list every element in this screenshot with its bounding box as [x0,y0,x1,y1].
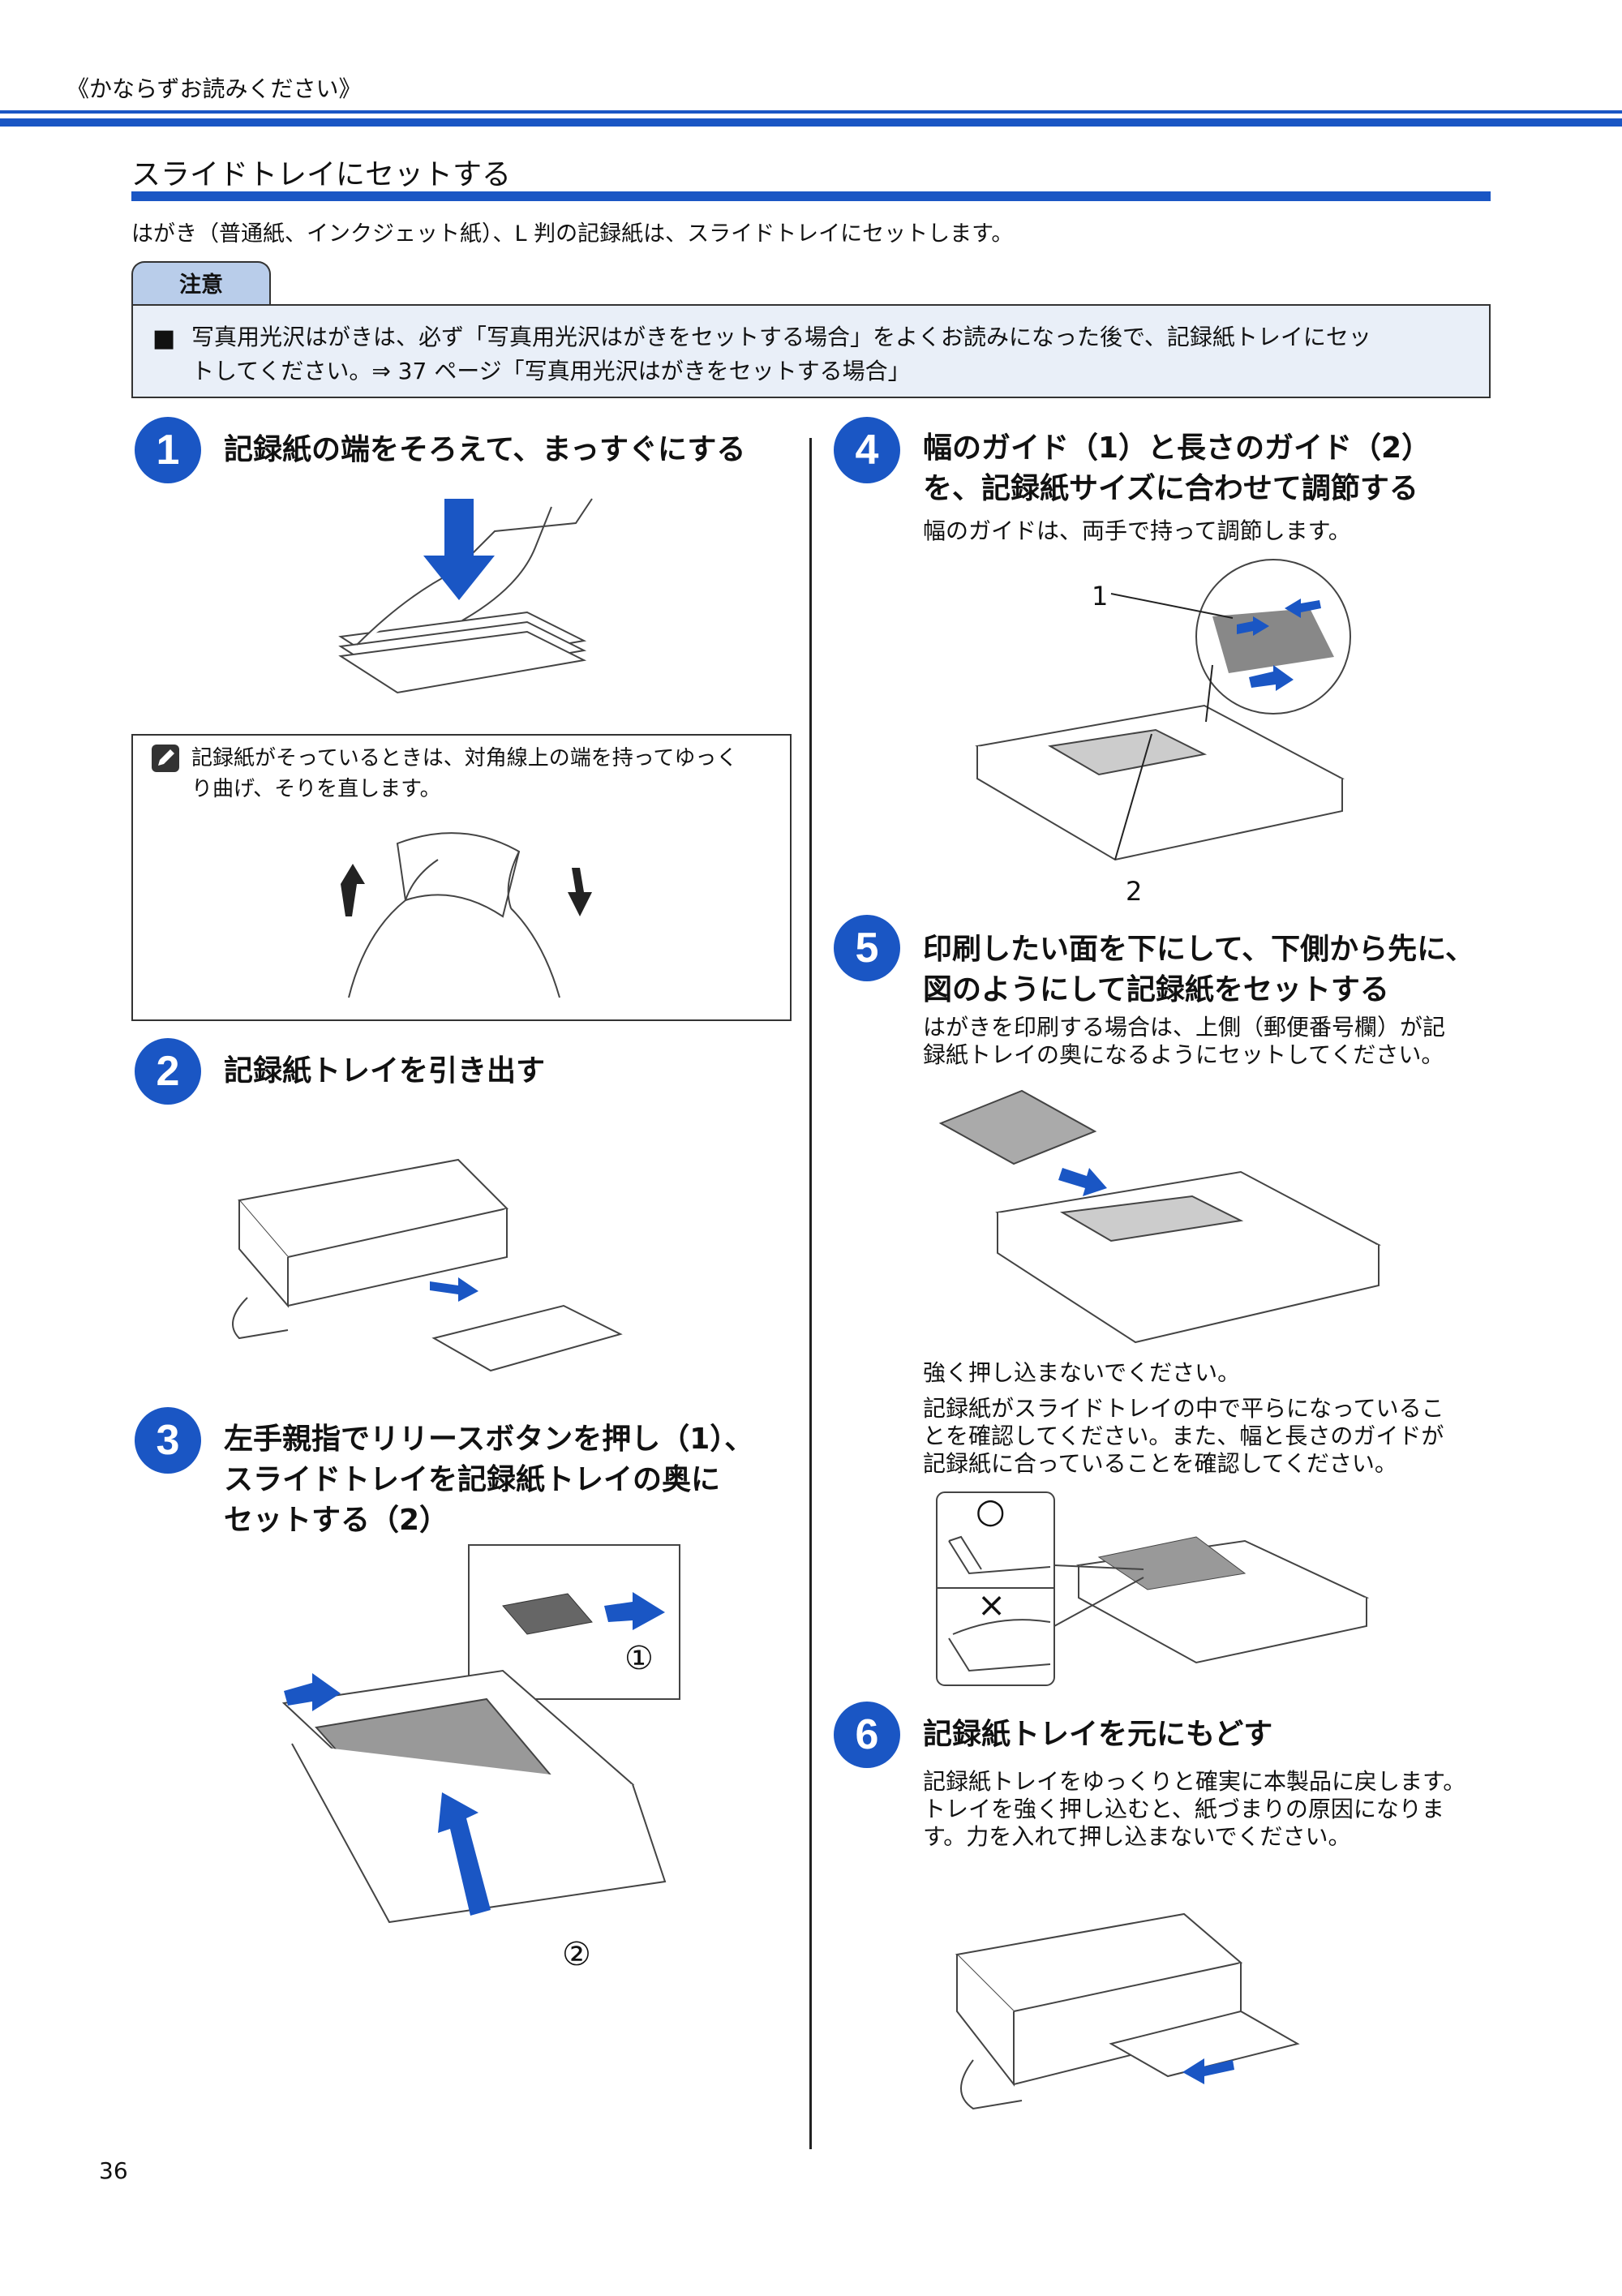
step-5-body: はがきを印刷する場合は、上側（郵便番号欄）が記 録紙トレイの奥になるようにセット… [923,1014,1445,1069]
tip-text: 記録紙がそっているときは、対角線上の端を持ってゆっく り曲げ、そりを直します。 [191,743,775,805]
caution-tab: 注意 [131,261,271,305]
push-in-tray-illustration [955,1912,1300,2110]
step-3-title-line-3: セットする（2） [224,1504,449,1537]
adjust-guides-illustration [975,559,1351,861]
pull-out-tray-illustration [232,1158,623,1372]
step-number-3: 3 [135,1407,201,1474]
caution-line-2: トしてください。⇒ 37 ページ「写真用光沢はがきをセットする場合」 [191,358,911,384]
slide-tray-illustration [281,1544,680,1924]
step-2-title: 記録紙トレイを引き出す [224,1054,546,1088]
step-number-1: 1 [135,417,201,483]
ok-mark: ○ [976,1491,1006,1530]
step-4-body: 幅のガイドは、両手で持って調節します。 [923,517,1351,544]
step-3-callout-1: ① [624,1640,654,1677]
running-header: 《かならずお読みください》 [67,75,362,102]
tip-line-1: 記録紙がそっているときは、対角線上の端を持ってゆっく [191,746,738,770]
step-5-body-line-1: はがきを印刷する場合は、上側（郵便番号欄）が記 [923,1014,1446,1041]
step-5-title-line-2: 図のようにして記録紙をセットする [923,973,1389,1006]
page-number: 36 [99,2157,128,2184]
step-5-title-line-1: 印刷したい面を下にして、下側から先に、 [923,933,1475,966]
load-postcard-illustration [938,1089,1381,1344]
step-6-body: 記録紙トレイをゆっくりと確実に本製品に戻します。 トレイを強く押し込むと、紙づま… [923,1768,1465,1851]
step-5-note-2: 記録紙がスライドトレイの中で平らになっているこ とを確認してください。また、幅と… [923,1395,1444,1478]
pencil-note-icon [152,745,179,772]
step-4-title: 幅のガイド（1）と長さのガイド（2） を、記録紙サイズに合わせて調節する [923,428,1431,509]
step-6-body-line-2: トレイを強く押し込むと、紙づまりの原因になりま [923,1796,1444,1822]
header-rule-thick [0,118,1622,127]
step-6-body-line-1: 記録紙トレイをゆっくりと確実に本製品に戻します。 [923,1768,1466,1795]
step-3-title: 左手親指でリリースボタンを押し（1）、 スライドトレイを記録紙トレイの奥に セッ… [224,1419,753,1541]
step-5-body-line-2: 録紙トレイの奥になるようにセットしてください。 [923,1041,1444,1068]
section-title: スライドトレイにセットする [131,158,512,191]
step-4-title-line-1: 幅のガイド（1）と長さのガイド（2） [923,431,1431,465]
header-rule-thin [0,110,1622,114]
step-4-title-line-2: を、記録紙サイズに合わせて調節する [923,472,1418,505]
align-paper-illustration [338,498,593,694]
step-1-title: 記録紙の端をそろえて、まっすぐにする [224,433,746,466]
step-4-callout-1: 1 [1092,581,1109,612]
step-number-4: 4 [834,417,900,483]
step-3-callout-2: ② [562,1936,591,1973]
caution-bullet: ■ [152,324,176,353]
bend-paper-illustration [341,832,592,998]
ng-mark: × [977,1585,1006,1624]
step-3-title-line-2: スライドトレイを記録紙トレイの奥に [224,1463,721,1496]
column-divider [809,438,812,2149]
caution-line-1: 写真用光沢はがきは、必ず「写真用光沢はがきをセットする場合」をよくお読みになった… [191,324,1371,350]
step-5-title: 印刷したい面を下にして、下側から先に、 図のようにして記録紙をセットする [923,929,1474,1011]
step-number-6: 6 [834,1702,900,1768]
step-5-note-1: 強く押し込まないでください。 [923,1359,1241,1386]
section-intro: はがき（普通紙、インクジェット紙）、L 判の記録紙は、スライドトレイにセットしま… [131,221,1014,247]
step-3-title-line-1: 左手親指でリリースボタンを押し（1）、 [224,1423,754,1456]
step-4-callout-2: 2 [1126,876,1143,907]
caution-box: ■ 写真用光沢はがきは、必ず「写真用光沢はがきをセットする場合」をよくお読みにな… [131,304,1491,398]
step-6-title: 記録紙トレイを元にもどす [923,1718,1273,1751]
step-number-5: 5 [834,915,900,981]
step-5-note-2-line-3: 記録紙に合っていることを確認してください。 [923,1450,1397,1477]
section-title-bar [131,191,1491,201]
step-number-2: 2 [135,1038,201,1105]
step-5-note-2-line-1: 記録紙がスライドトレイの中で平らになっているこ [923,1395,1444,1422]
step-5-note-2-line-2: とを確認してください。また、幅と長さのガイドが [923,1423,1444,1449]
tip-line-2: り曲げ、そりを直します。 [191,777,441,801]
tip-box [131,734,792,1021]
step-6-body-line-3: す。力を入れて押し込まないでください。 [923,1823,1351,1850]
paper-flat-check-illustration [936,1491,1370,1686]
